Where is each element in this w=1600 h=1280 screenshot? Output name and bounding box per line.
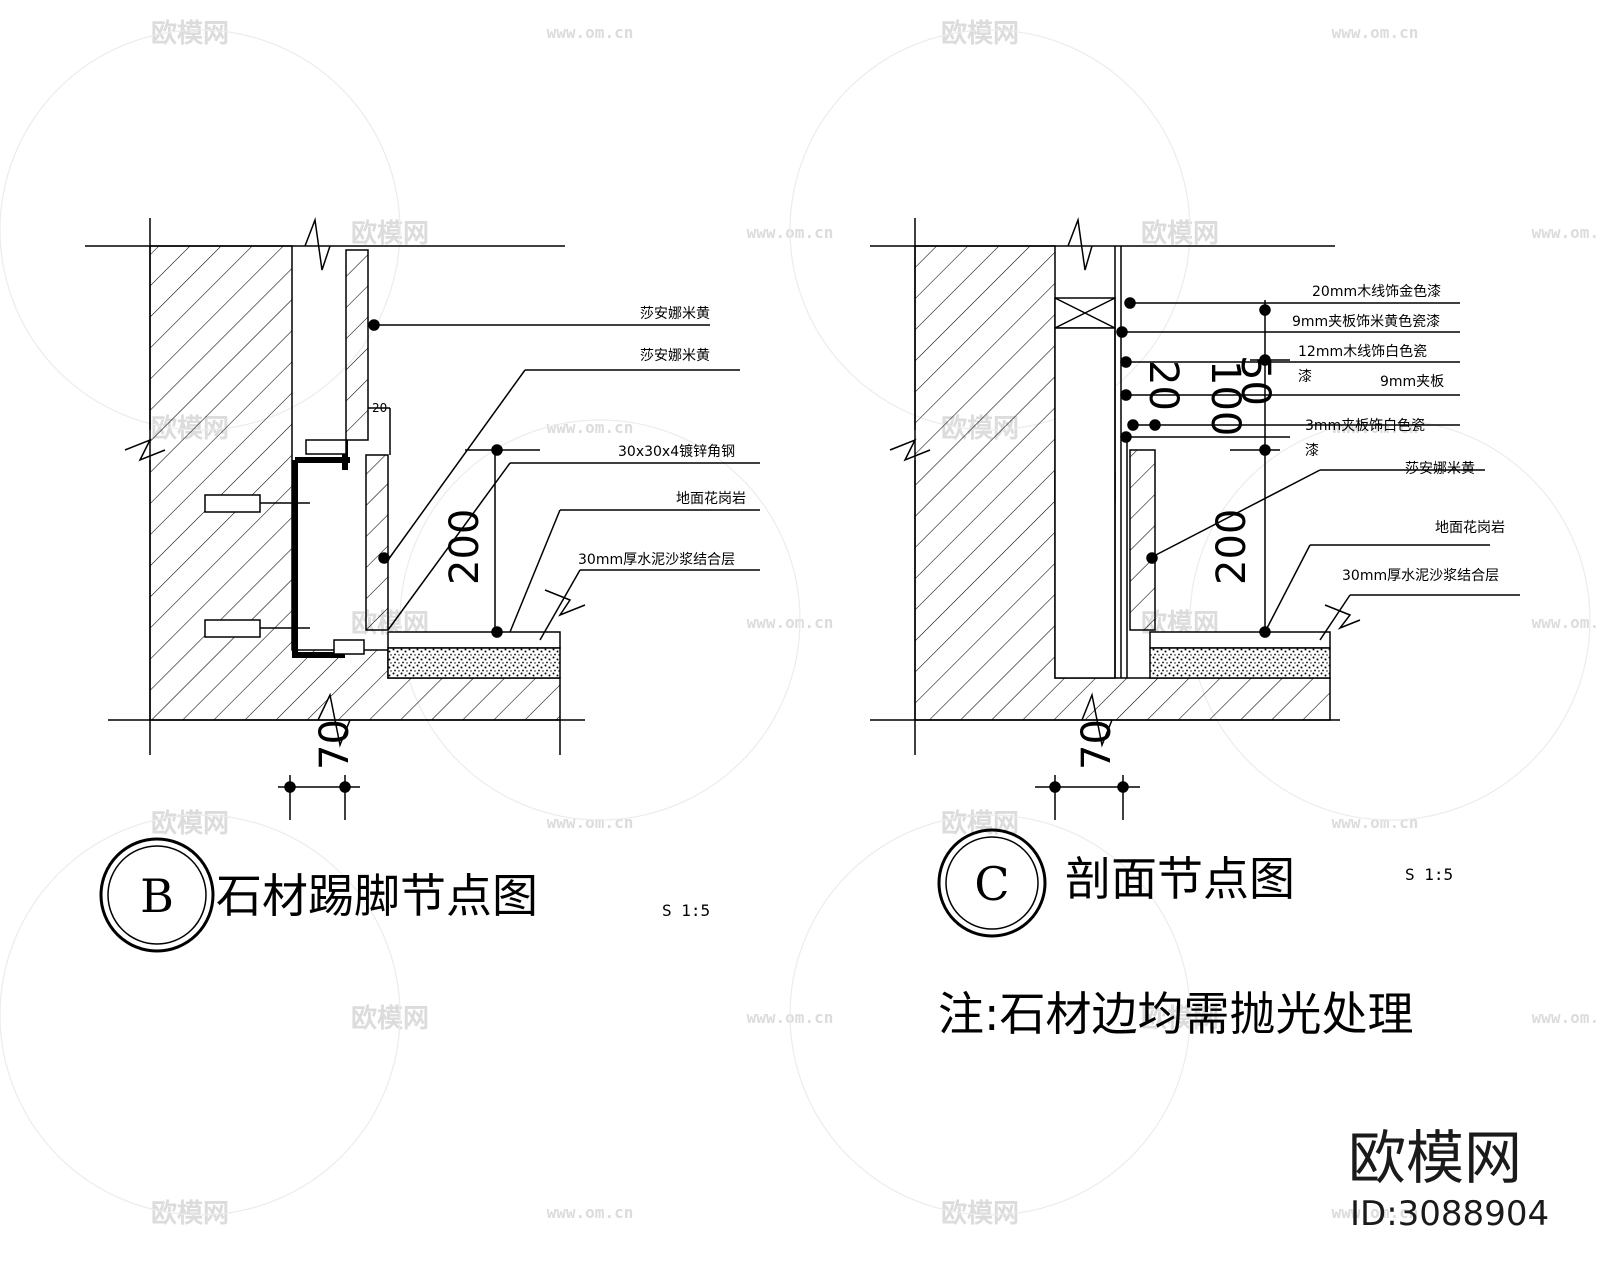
dim-c-d2: 100 [1202, 360, 1248, 436]
mortar-bed-b [387, 647, 561, 679]
detail-b-letter: B [140, 869, 174, 923]
watermark-brand: 欧模网 [151, 808, 229, 839]
detail-c-circle [937, 828, 1047, 938]
stone-facing-upper-b [345, 249, 369, 441]
label-b-0: 莎安娜米黄 [640, 305, 710, 322]
watermark-brand: 欧模网 [1141, 218, 1219, 249]
detail-b-title: 石材踢脚节点图 [216, 869, 538, 923]
dim-b-bottom: 70 [312, 719, 358, 770]
label-c-7: 莎安娜米黄 [1405, 460, 1475, 477]
watermark-brand: 欧模网 [351, 218, 429, 249]
watermark-brand: 欧模网 [351, 1003, 429, 1034]
detail-c-title-block: C 剖面节点图 S 1:5 [937, 828, 1453, 938]
label-c-4: 9mm夹板 [1380, 374, 1444, 390]
brand-id: ID:3088904 [1350, 1194, 1549, 1234]
label-c-0: 20mm木线饰金色漆 [1312, 283, 1441, 300]
watermark-ring [0, 814, 401, 1216]
floor-granite-c [1149, 631, 1331, 649]
stone-skirting-b [365, 454, 389, 631]
detail-b-title-block: B 石材踢脚节点图 S 1:5 [99, 837, 710, 953]
detail-c-title: 剖面节点图 [1065, 852, 1295, 906]
watermark-url: www.om.cn [1332, 1203, 1419, 1222]
detail-b-circle [99, 837, 215, 953]
detail-c-letter: C [974, 857, 1009, 911]
label-c-5: 3mm夹板饰白色瓷 [1305, 417, 1425, 434]
dim-c-bottom: 70 [1074, 719, 1120, 770]
dim-c-d3: 20 [1140, 360, 1186, 411]
label-c-2: 12mm木线饰白色瓷 [1298, 343, 1427, 360]
watermark-brand: 欧模网 [941, 1198, 1019, 1229]
watermark-ring [1189, 419, 1591, 821]
watermark-url: www.om.cn [1332, 23, 1419, 42]
watermark-ring [789, 814, 1191, 1216]
watermark-url: www.om.cn [1532, 1008, 1600, 1027]
label-b-1: 莎安娜米黄 [640, 347, 710, 364]
stone-skirting-c [1129, 449, 1156, 631]
label-b-3: 地面花岗岩 [676, 491, 746, 507]
label-b-4: 30mm厚水泥沙浆结合层 [578, 552, 735, 568]
dim-b-height: 200 [442, 509, 488, 585]
watermark-ring [399, 419, 801, 821]
watermark-brand: 欧模网 [941, 808, 1019, 839]
dim-c-d1: 50 [1232, 355, 1278, 406]
watermark-url: www.om.cn [1332, 418, 1419, 437]
watermark-brand: 欧模网 [1141, 1003, 1219, 1034]
watermark-brand: 欧模网 [151, 1198, 229, 1229]
mortar-bed-c [1149, 647, 1331, 679]
label-c-1: 9mm夹板饰米黄色瓷漆 [1292, 313, 1440, 330]
dim-c-height: 200 [1209, 509, 1255, 585]
watermark-url: www.om.cn [547, 23, 634, 42]
watermark-url: www.om.cn [547, 1203, 634, 1222]
watermark-url: www.om.cn [1332, 813, 1419, 832]
brand-name: 欧模网 [1348, 1124, 1522, 1192]
detail-b-scale: S 1:5 [662, 901, 710, 920]
dim-b-top-offset: 20 [372, 401, 387, 415]
floor-granite-b [387, 631, 561, 649]
detail-b-drawing [85, 217, 760, 820]
label-c-6: 漆 [1305, 443, 1319, 459]
note-text: 注:石材边均需抛光处理 [938, 987, 1414, 1041]
label-b-2: 30x30x4镀锌角钢 [618, 443, 735, 460]
label-c-3: 漆 [1298, 369, 1312, 385]
detail-c-drawing [870, 217, 1520, 820]
watermark-url: www.om.cn [1532, 613, 1600, 632]
watermark-url: www.om.cn [747, 613, 834, 632]
detail-c-scale: S 1:5 [1405, 865, 1453, 884]
label-c-8: 地面花岗岩 [1435, 520, 1505, 536]
label-c-9: 30mm厚水泥沙浆结合层 [1342, 568, 1499, 584]
watermark-url: www.om.cn [1532, 223, 1600, 242]
